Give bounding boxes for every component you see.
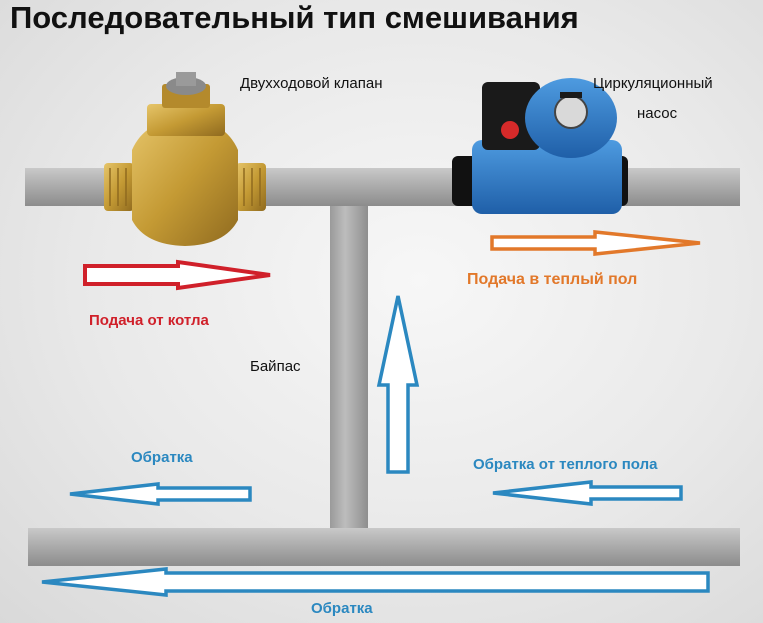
return-bottom-arrow [41, 567, 710, 597]
bypass-pipe [330, 206, 368, 530]
valve-label: Двухходовой клапан [240, 75, 383, 92]
page-title: Последовательный тип смешивания [10, 0, 579, 35]
supply-boiler-label: Подача от котла [89, 312, 209, 329]
two-way-valve-icon [104, 72, 266, 246]
circulation-pump-icon [452, 78, 628, 214]
supply-boiler-arrow [83, 259, 271, 291]
supply-floor-label: Подача в теплый пол [467, 271, 638, 288]
supply-floor-arrow [490, 230, 701, 256]
return-floor-arrow [492, 480, 683, 506]
pump-label-line1: Циркуляционный [593, 75, 713, 92]
bypass-arrow [376, 295, 420, 474]
return-left-label: Обратка [131, 449, 193, 466]
bypass-label: Байпас [250, 358, 301, 375]
bottom-pipe [28, 528, 740, 566]
return-floor-label: Обратка от теплого пола [473, 456, 658, 473]
pump-label-line2: насос [637, 105, 678, 122]
return-bottom-label: Обратка [311, 600, 373, 617]
return-left-arrow [69, 482, 252, 506]
